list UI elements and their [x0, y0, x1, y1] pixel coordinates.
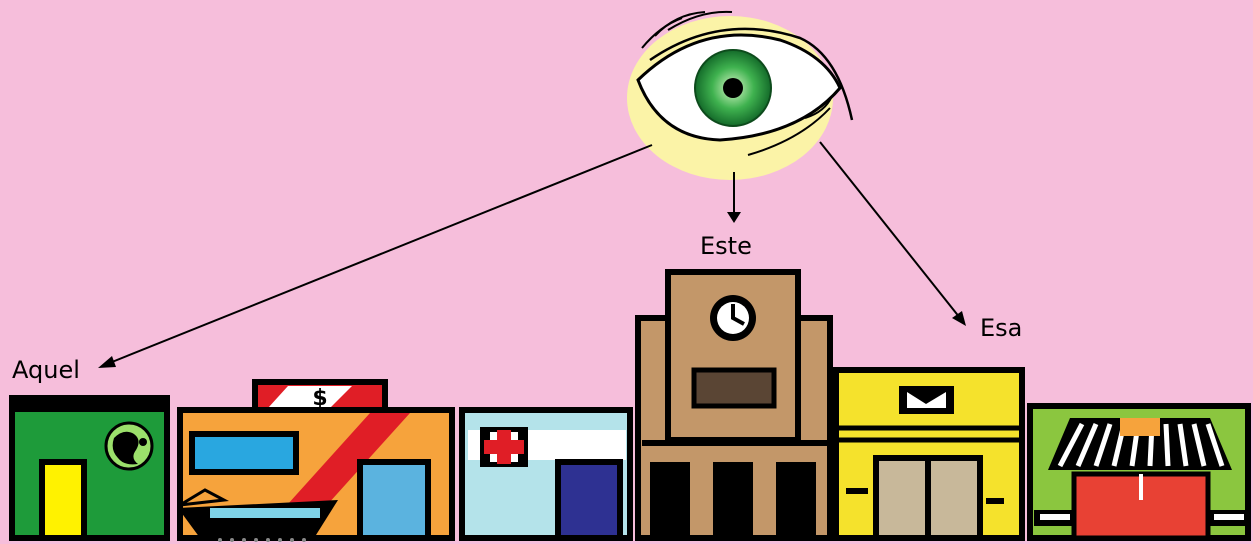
label-aquel: Aquel — [12, 356, 80, 384]
dollar-bank-icon: $ — [312, 386, 327, 411]
arrow-to-aquel — [98, 144, 653, 368]
envelope-icon — [899, 386, 954, 414]
far-building — [9, 395, 170, 541]
label-este: Este — [700, 232, 752, 260]
arrow-to-este — [727, 172, 741, 223]
clock-icon — [710, 295, 756, 341]
market-building — [1027, 403, 1251, 541]
bank-building: $ — [177, 379, 455, 542]
globe-shop-icon — [104, 421, 154, 471]
arrow-to-esa — [819, 141, 966, 326]
label-esa: Esa — [980, 314, 1023, 342]
hospital-building — [459, 407, 633, 541]
post-office-building — [833, 367, 1025, 541]
eye-icon — [627, 10, 854, 180]
awning-store-icon — [1048, 418, 1232, 470]
red-cross-icon — [480, 427, 528, 467]
clock-tower-building — [635, 269, 833, 541]
